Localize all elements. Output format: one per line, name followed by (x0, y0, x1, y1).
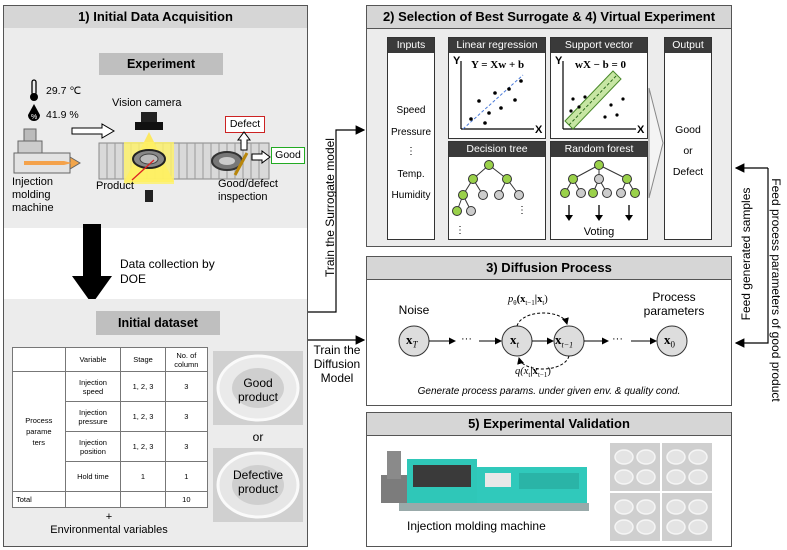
svm-equation: wX − b = 0 (575, 59, 627, 71)
validation-product-photos (610, 443, 712, 541)
defect-arrow (237, 131, 251, 151)
diffusion-caption: Generate process params. under given env… (417, 386, 681, 397)
voting-label: Voting (583, 226, 615, 238)
linear-equation: Y = Xw + b (471, 59, 525, 71)
vision-camera-icon (124, 112, 174, 202)
machine-caption: Injection molding machine (407, 519, 546, 533)
ellipsis-left: ··· (461, 333, 472, 345)
support-vector-plot (562, 61, 636, 130)
output-title: Output (665, 38, 711, 53)
svg-text:⋮: ⋮ (517, 205, 527, 216)
linear-regression-plot (460, 61, 534, 130)
process-parameters-label: Process parame ters (12, 371, 66, 492)
support-vector-title: Support vector (551, 38, 647, 53)
feed-samples-label: Feed generated samples (739, 187, 753, 321)
panel2-title: 2) Selection of Best Surrogate & 4) Virt… (367, 6, 731, 29)
experiment-title: Experiment (99, 53, 223, 75)
panel5-title: 5) Experimental Validation (367, 413, 731, 436)
total-value: 10 (164, 491, 209, 508)
flow-arrow (71, 123, 115, 139)
linear-axis-x: X (535, 124, 543, 136)
environmental-variables-label: + Environmental variables (50, 511, 168, 536)
table-cell: 1 (120, 461, 166, 492)
noise-label: Noise (398, 303, 430, 317)
or-label: or (252, 430, 264, 444)
table-cell: 1, 2, 3 (120, 371, 166, 402)
input-temperature: Temp. (397, 169, 425, 180)
table-cell: Injection pressure (64, 401, 122, 432)
model-to-output-arrow (648, 87, 664, 199)
defect-box: Defect (225, 116, 265, 133)
train-surrogate-label: Train the Surrogate model (323, 138, 337, 277)
inputs-title: Inputs (388, 38, 434, 53)
good-product-label: Good product (237, 376, 279, 404)
random-forest-box: Random forest Voting (550, 141, 648, 240)
thermometer-icon (30, 79, 38, 101)
process-parameters-label: Process parameters (643, 290, 705, 318)
table-cell: 3 (164, 431, 209, 462)
injection-molding-machine-image (381, 451, 589, 511)
vision-camera-label: Vision camera (112, 97, 182, 109)
dataset-title: Initial dataset (96, 311, 220, 335)
injection-machine-label: Injection molding machine (12, 176, 54, 214)
reverse-process-label: pθ(xt−1|xt) (508, 294, 548, 308)
inspection-label: Good/defect inspection (218, 178, 278, 203)
input-humidity: Humidity (391, 190, 431, 201)
support-vector-box: Support vector Y X wX − b = 0 (550, 37, 648, 139)
svm-axis-x: X (637, 124, 645, 136)
input-ellipsis: ⋮ (406, 146, 416, 157)
col-header-variable: Variable (64, 347, 122, 372)
panel3-title: 3) Diffusion Process (367, 257, 731, 280)
table-cell: 1 (164, 461, 209, 492)
node-x0: x0 (664, 332, 675, 350)
table-cell: Injection position (64, 431, 122, 462)
input-pressure: Pressure (390, 127, 431, 138)
product-pointer (131, 159, 155, 181)
down-arrow (72, 224, 112, 304)
node-xt: xt (510, 332, 520, 350)
linear-regression-title: Linear regression (449, 38, 545, 53)
output-text: Good or Defect (672, 124, 704, 178)
svm-axis-y: Y (555, 55, 563, 67)
diffusion-chain (398, 312, 688, 370)
table-cell: 1, 2, 3 (120, 401, 166, 432)
feed-params-label: Feed process parameters of good product (769, 178, 783, 402)
humidity-value: 41.9 % (46, 109, 79, 121)
train-diffusion-label: Train the Diffusion Model (313, 343, 361, 385)
good-box: Good (271, 147, 305, 164)
random-forest-title: Random forest (551, 142, 647, 157)
table-cell: 3 (164, 401, 209, 432)
inspected-product-icon (211, 151, 249, 176)
panel-diffusion-process: 3) Diffusion Process Noise Process param… (366, 256, 732, 406)
good-product-photo: Good product (213, 351, 303, 425)
panel-surrogate-selection: 2) Selection of Best Surrogate & 4) Virt… (366, 5, 732, 247)
ellipsis-right: ··· (612, 333, 623, 345)
defective-product-label: Defective product (232, 468, 284, 496)
random-forest-diagram (560, 160, 640, 221)
dataset-table: Variable Stage No. of column Process par… (12, 347, 209, 508)
humidity-icon: % (28, 104, 40, 121)
svg-text:%: % (31, 114, 37, 121)
linear-regression-box: Linear regression Y X Y = Xw + b (448, 37, 546, 139)
decision-tree-box: Decision tree ⋮ ⋮ (448, 141, 546, 240)
panel-initial-data-acquisition: 1) Initial Data Acquisition Experiment 2… (3, 5, 308, 547)
inputs-box: Inputs Speed Pressure ⋮ Temp. Humidity (387, 37, 435, 240)
node-xt-minus-1: xt−1 (555, 332, 574, 350)
good-arrow (251, 150, 271, 164)
injection-nozzle-icon (13, 128, 81, 174)
data-collection-label: Data collection by DOE (120, 257, 215, 286)
input-speed: Speed (396, 105, 426, 116)
temperature-value: 29.7 ℃ (46, 85, 82, 97)
output-box: Output Good or Defect (664, 37, 712, 240)
defective-product-photo: Defective product (213, 448, 303, 522)
decision-tree-title: Decision tree (449, 142, 545, 157)
product-label: Product (96, 180, 134, 192)
linear-axis-y: Y (453, 55, 461, 67)
panel-experimental-validation: 5) Experimental Validation Injection mol… (366, 412, 732, 547)
decision-tree-diagram: ⋮ ⋮ (452, 160, 527, 236)
node-xT: xT (406, 332, 418, 350)
svg-text:⋮: ⋮ (455, 225, 465, 236)
forward-process-label: q(xt|xt−1) (515, 366, 551, 380)
